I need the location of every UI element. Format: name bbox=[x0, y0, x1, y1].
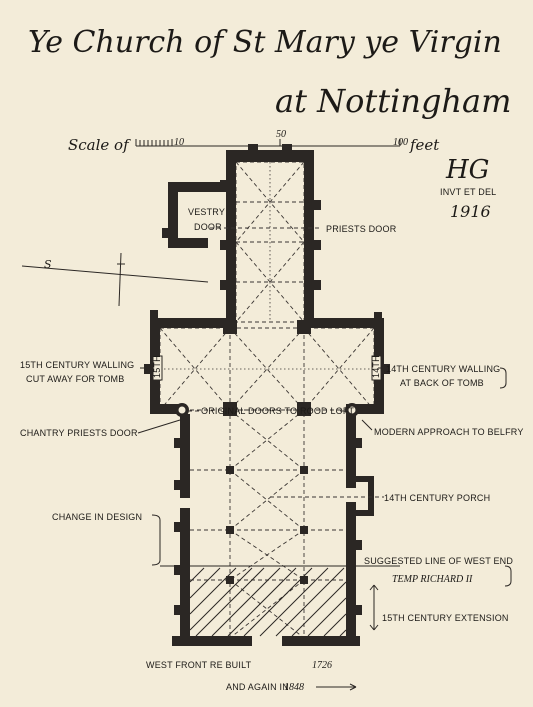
north-label: S bbox=[44, 258, 52, 271]
chancel-vault-lines bbox=[235, 161, 305, 323]
label-belfry: MODERN APPROACH TO BELFRY bbox=[374, 427, 524, 437]
title-line-2: at Nottingham bbox=[275, 82, 511, 120]
label-west-front-year-a: 1726 bbox=[312, 660, 332, 671]
transept-walls: 15TH 14TH bbox=[144, 310, 390, 417]
vestry-walls bbox=[162, 182, 226, 248]
scale-unit: feet bbox=[409, 136, 440, 154]
label-extension: 15TH CENTURY EXTENSION bbox=[382, 613, 509, 623]
scale-bar: Scale of 10 50 100 feet bbox=[68, 129, 440, 154]
label-west-front-b: AND AGAIN IN bbox=[226, 682, 289, 692]
monogram-year: 1916 bbox=[450, 202, 491, 221]
label-priests-door: PRIESTS DOOR bbox=[326, 224, 397, 234]
label-change-design: CHANGE IN DESIGN bbox=[52, 512, 142, 522]
label-west-front-year-b: 1848 bbox=[284, 682, 304, 693]
extension-hatch bbox=[189, 567, 347, 637]
north-pointer: S bbox=[21, 252, 209, 307]
label-vestry: VESTRY bbox=[188, 207, 225, 217]
label-west-front-a: WEST FRONT RE BUILT bbox=[146, 660, 252, 670]
label-walling-14th-b: AT BACK OF TOMB bbox=[400, 378, 484, 388]
label-chantry: CHANTRY PRIESTS DOOR bbox=[20, 428, 138, 438]
label-porch: 14TH CENTURY PORCH bbox=[384, 493, 490, 503]
nave-walls bbox=[172, 414, 374, 646]
label-walling-14th-a: 14TH CENTURY WALLING bbox=[386, 364, 500, 374]
label-west-end-a: SUGGESTED LINE OF WEST END bbox=[364, 556, 513, 566]
scale-tick-50: 50 bbox=[276, 129, 286, 140]
monogram-note: INVT ET DEL bbox=[440, 187, 496, 197]
label-west-end-b: TEMP RICHARD II bbox=[392, 574, 473, 585]
label-walling-15th-b: CUT AWAY FOR TOMB bbox=[26, 374, 124, 384]
scale-prefix: Scale of bbox=[68, 136, 131, 154]
monogram-letters: HG bbox=[445, 155, 489, 185]
nave-vault-lines bbox=[190, 409, 346, 639]
monogram: HG INVT ET DEL 1916 bbox=[440, 155, 496, 221]
tomb-label-left: 15TH bbox=[152, 355, 162, 378]
crossing-vault-lines bbox=[159, 327, 375, 411]
label-walling-15th-a: 15TH CENTURY WALLING bbox=[20, 360, 134, 370]
chancel-walls bbox=[220, 144, 321, 324]
plan-labels: VESTRY DOOR PRIESTS DOOR 15TH CENTURY WA… bbox=[20, 207, 524, 693]
scale-tick-10: 10 bbox=[174, 137, 184, 148]
scale-tick-100: 100 bbox=[393, 137, 408, 148]
leader-lines bbox=[137, 227, 512, 691]
label-rood-loft: ORIGINAL DOORS TO ROOD LOFT bbox=[201, 406, 355, 416]
title-line-1: Ye Church of St Mary ye Virgin bbox=[28, 25, 502, 60]
tomb-label-right: 14TH bbox=[371, 355, 381, 378]
label-vestry-door: DOOR bbox=[194, 222, 222, 232]
